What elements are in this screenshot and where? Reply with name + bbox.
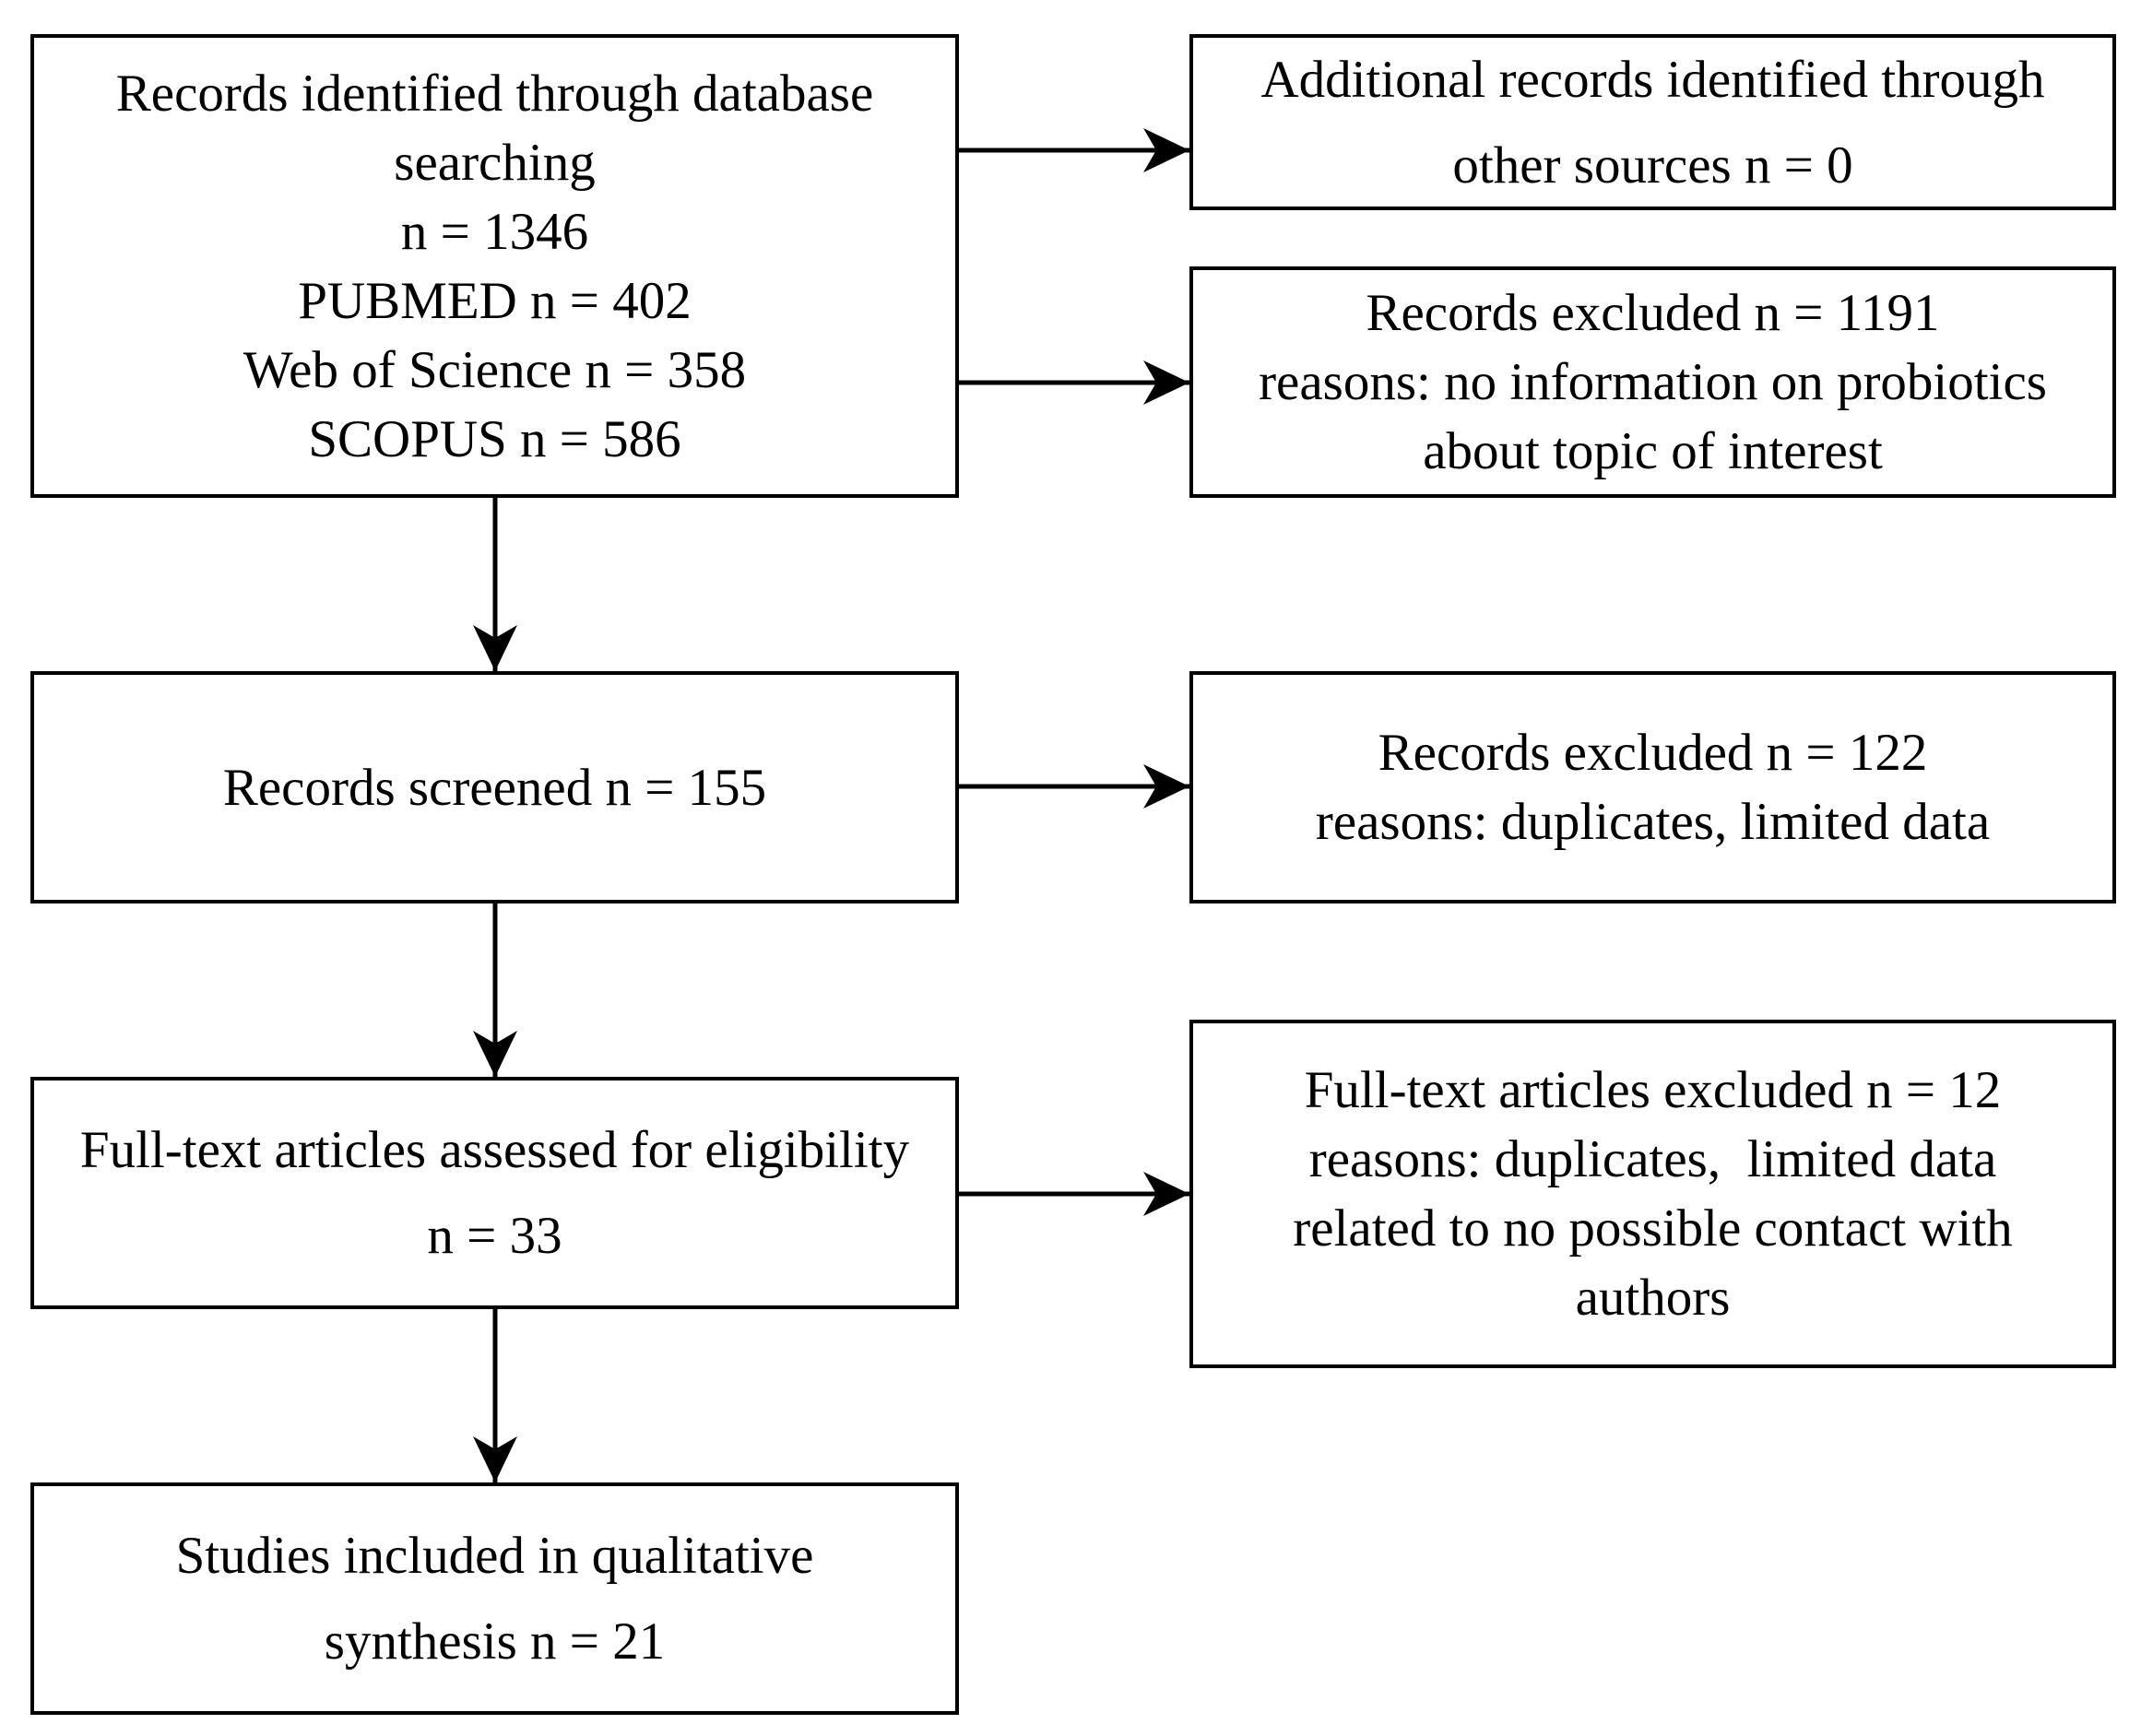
box-line: searching [394, 133, 596, 192]
box-line: Studies included in qualitative [175, 1527, 814, 1585]
box-line: PUBMED n = 402 [298, 271, 692, 330]
box-line: reasons: no information on probiotics [1259, 353, 2047, 411]
box-line: SCOPUS n = 586 [308, 409, 681, 468]
box-line: Records excluded n = 122 [1378, 724, 1928, 782]
box-line: about topic of interest [1423, 422, 1883, 480]
box-full-text-eligibility: Full-text articles assessed for eligibil… [30, 1077, 959, 1309]
box-records-screened: Records screened n = 155 [30, 671, 959, 903]
box-line: reasons: duplicates, limited data [1315, 793, 1991, 851]
box-line: Records screened n = 155 [222, 758, 767, 817]
box-line: Full-text articles excluded n = 12 [1304, 1061, 2002, 1119]
box-line: Web of Science n = 358 [242, 340, 747, 399]
box-line: Full-text articles assessed for eligibil… [79, 1121, 910, 1179]
box-line: other sources n = 0 [1452, 136, 1853, 195]
box-additional-records: Additional records identified through ot… [1189, 34, 2116, 210]
box-line: n = 33 [427, 1207, 562, 1265]
box-line: synthesis n = 21 [324, 1612, 666, 1671]
box-line: Records identified through database [115, 64, 874, 123]
box-line: authors [1575, 1269, 1731, 1327]
box-records-excluded-1: Records excluded n = 1191 reasons: no in… [1189, 266, 2116, 498]
box-records-excluded-2: Records excluded n = 122 reasons: duplic… [1189, 671, 2116, 903]
box-line: Additional records identified through [1260, 50, 2045, 109]
box-full-text-excluded: Full-text articles excluded n = 12 reaso… [1189, 1020, 2116, 1368]
box-line: Records excluded n = 1191 [1366, 284, 1940, 342]
box-line: reasons: duplicates, limited data [1308, 1130, 1997, 1188]
box-line: related to no possible contact with [1293, 1199, 2013, 1258]
box-records-identified: Records identified through database sear… [30, 34, 959, 498]
box-line: n = 1346 [400, 202, 589, 261]
box-studies-included: Studies included in qualitative synthesi… [30, 1482, 959, 1715]
